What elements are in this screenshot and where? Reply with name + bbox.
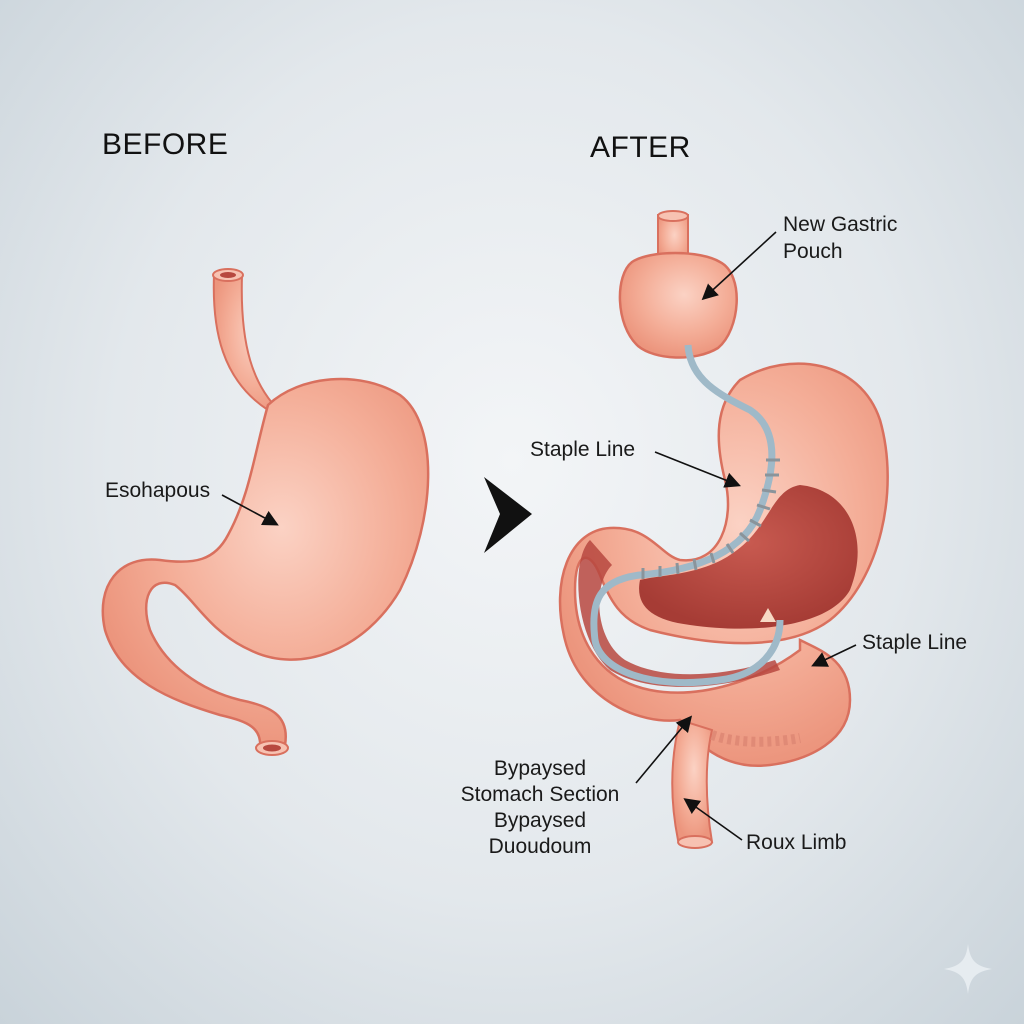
pouch-label-line1: New Gastric [783, 213, 898, 236]
bypassed-label-1: Bypaysed [493, 757, 587, 780]
bypassed-label-2: Stomach Section [460, 783, 620, 806]
before-stomach [101, 268, 430, 756]
sparkle-icon [944, 944, 992, 994]
esophagus-label: Esohapous [105, 479, 211, 502]
staple-line-label-2: Staple Line [862, 631, 968, 654]
chevron-right-icon [484, 477, 532, 553]
after-stomach [558, 210, 889, 849]
bypassed-label-4: Duoudoum [488, 835, 592, 858]
staple-line-label-1: Staple Line [530, 438, 636, 461]
pouch-label-line2: Pouch [783, 240, 843, 263]
after-heading: AFTER [590, 131, 691, 164]
bypassed-label-3: Bypaysed [493, 809, 587, 832]
before-heading: BEFORE [102, 128, 229, 161]
pointer-lines [221, 231, 857, 841]
roux-limb-label: Roux Limb [746, 831, 847, 854]
